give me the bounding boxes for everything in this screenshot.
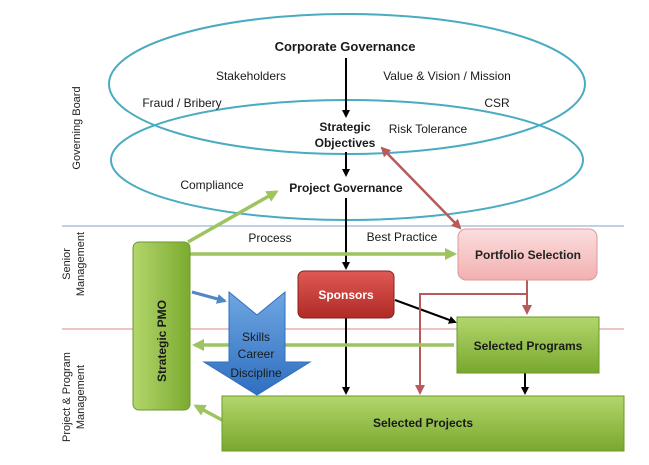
fraud-bribery-label: Fraud / Bribery [142, 96, 221, 110]
skills-chevron [202, 290, 312, 396]
selected-projects-label: Selected Projects [373, 416, 473, 430]
chevron-discipline-label: Discipline [230, 366, 282, 380]
sponsors-label: Sponsors [318, 288, 374, 302]
strategic-objectives-line2: Objectives [315, 136, 376, 150]
arrow-pmo-to-project-governance [187, 190, 279, 244]
process-label: Process [248, 231, 291, 245]
strategic-pmo-box [132, 241, 191, 411]
band-label-senior-management-1: Senior [61, 248, 73, 280]
corporate-governance-title: Corporate Governance [275, 39, 416, 54]
chevron-skills-label: Skills [242, 330, 270, 344]
arrow-objectives-portfolio [380, 146, 462, 230]
value-vision-mission-label: Value & Vision / Mission [383, 69, 511, 83]
project-governance-label: Project Governance [289, 181, 403, 195]
sponsors-box [297, 270, 395, 319]
stakeholders-label: Stakeholders [216, 69, 286, 83]
chevron-career-label: Career [238, 347, 275, 361]
arrow-portfolio-to-projects [415, 293, 527, 395]
risk-tolerance-label: Risk Tolerance [389, 122, 468, 136]
arrow-projects-to-pmo [193, 404, 223, 422]
portfolio-selection-box [457, 228, 598, 281]
portfolio-selection-label: Portfolio Selection [475, 248, 581, 262]
selected-projects-box [221, 395, 625, 452]
csr-label: CSR [484, 96, 510, 110]
strategic-objectives-line1: Strategic [319, 120, 371, 134]
band-label-governing-board: Governing Board [71, 86, 83, 169]
selected-programs-box [456, 316, 600, 374]
compliance-label: Compliance [180, 178, 244, 192]
band-label-project-program-2: Management [75, 365, 87, 429]
band-label-project-program-1: Project & Program [61, 352, 73, 442]
arrow-pmo-to-chevron [191, 290, 227, 304]
best-practice-label: Best Practice [367, 230, 438, 244]
band-label-senior-management-2: Management [75, 232, 87, 296]
strategic-pmo-label: Strategic PMO [155, 300, 169, 382]
arrow-sponsors-to-programs [394, 299, 457, 324]
selected-programs-label: Selected Programs [474, 339, 583, 353]
